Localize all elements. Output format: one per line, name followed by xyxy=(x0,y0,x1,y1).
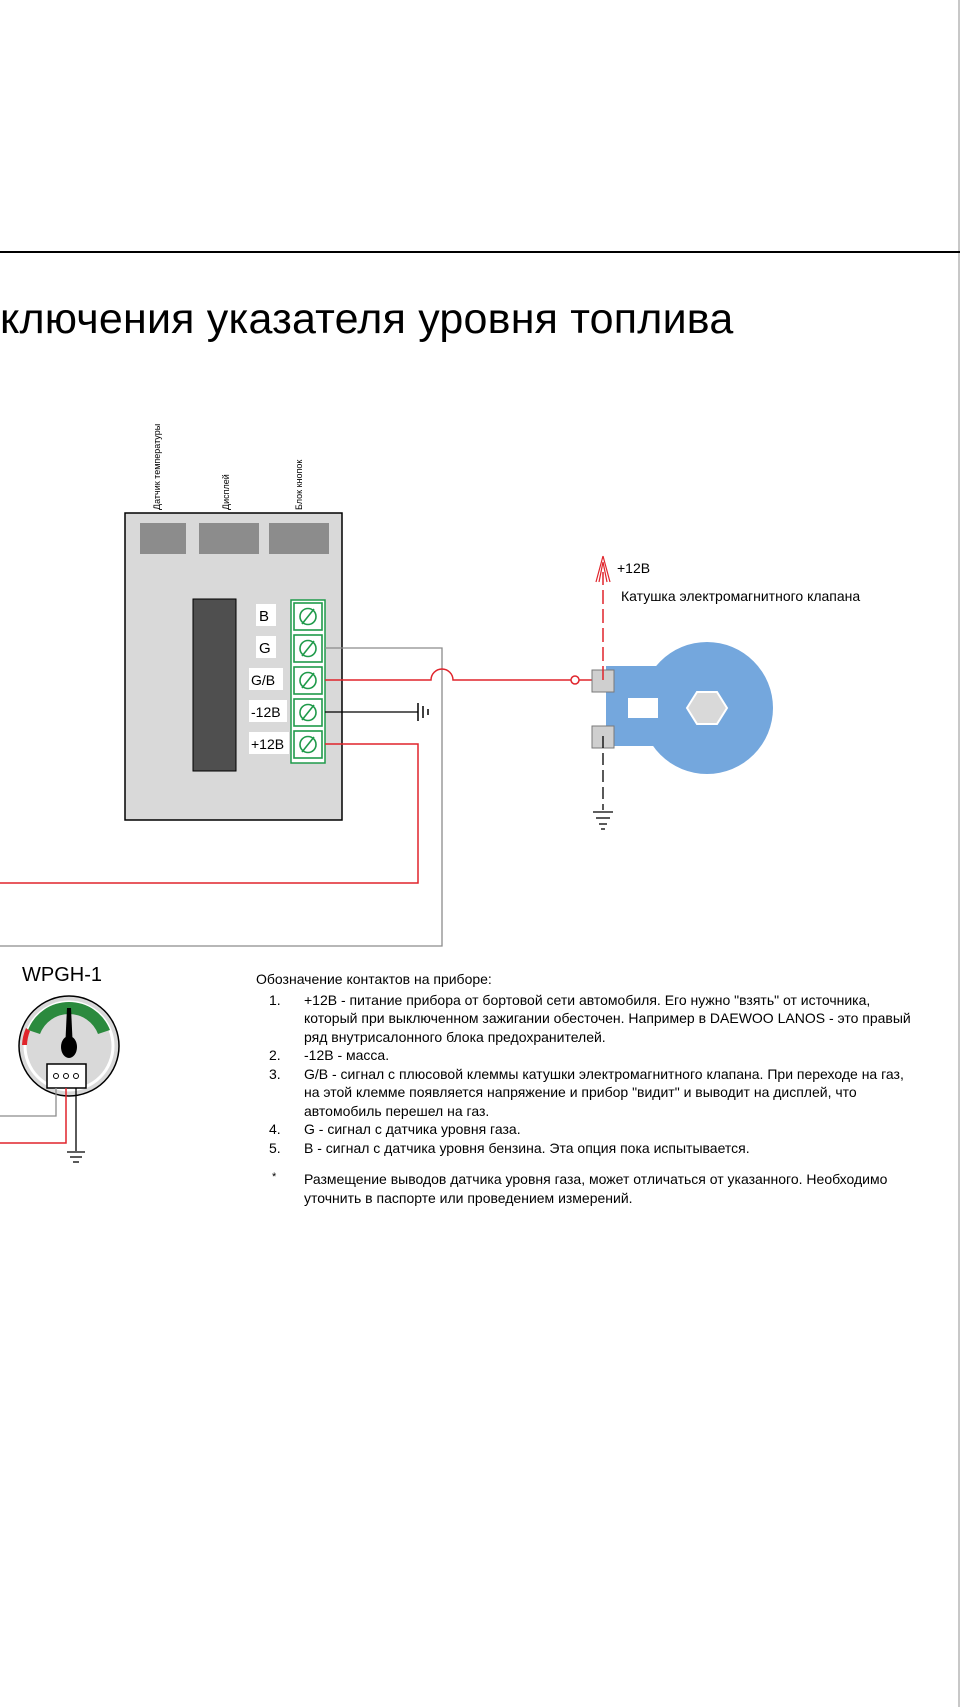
page-title: ключения указателя уровня топлива xyxy=(0,295,734,343)
note-text: -12В - масса. xyxy=(304,1047,390,1063)
valve-coil-label: Катушка электромагнитного клапана xyxy=(621,588,860,604)
wire-plus12-red xyxy=(0,743,419,884)
ground-symbol-controller xyxy=(417,703,429,721)
note-item: 5. B - сигнал с датчика уровня бензина. Э… xyxy=(256,1139,916,1158)
ground-symbol-valve xyxy=(593,811,613,830)
pin-label-plus12: +12В xyxy=(251,736,284,752)
page-right-edge xyxy=(958,0,960,1707)
gauge-wire-gray xyxy=(0,1088,57,1117)
solenoid-valve-coil xyxy=(591,642,773,774)
note-item: 3. G/B - сигнал с плюсовой клеммы катушки… xyxy=(256,1065,916,1121)
wire-gb-end-node xyxy=(570,675,580,685)
connector-slot-display xyxy=(199,523,259,554)
connector-label-temperature-sensor: Датчик температуры xyxy=(152,424,162,510)
connector-slot-buttons xyxy=(269,523,329,554)
pin-label-b: B xyxy=(259,608,269,625)
pin-label-minus12: -12В xyxy=(251,704,281,720)
footnote: * Размещение выводов датчика уровня газа… xyxy=(256,1170,916,1207)
contact-notes: Обозначение контактов на приборе: 1. +12В… xyxy=(256,970,916,1207)
note-number: 3. xyxy=(269,1065,281,1082)
note-text: G - сигнал с датчика уровня газа. xyxy=(304,1121,521,1137)
valve-plus12-label: +12В xyxy=(617,560,650,576)
wire-g-gray xyxy=(0,647,443,947)
gauge xyxy=(18,995,120,1097)
header-rule xyxy=(0,251,960,253)
gauge-wire-red xyxy=(0,1088,67,1144)
notes-heading: Обозначение контактов на приборе: xyxy=(256,971,492,987)
valve-plus12-arrow xyxy=(595,555,611,583)
note-text: +12В - питание прибора от бортовой сети … xyxy=(304,991,911,1045)
pin-label-bg-plus xyxy=(249,732,289,754)
wire-gb-red xyxy=(325,668,574,681)
notes-list: 1. +12В - питание прибора от бортовой сет… xyxy=(256,991,916,1158)
pin-label-bg-b xyxy=(256,604,276,626)
pin-label-bg-gb xyxy=(249,668,283,690)
terminal-screws xyxy=(293,602,323,759)
connector-label-display: Дисплей xyxy=(221,474,231,510)
note-item: 1. +12В - питание прибора от бортовой сет… xyxy=(256,991,916,1047)
note-number: 1. xyxy=(269,991,281,1008)
connector-slot-temperature xyxy=(140,523,186,554)
pin-label-g: G xyxy=(259,640,271,657)
note-text: B - сигнал с датчика уровня бензина. Эта… xyxy=(304,1139,750,1156)
ground-symbol-gauge xyxy=(67,1151,85,1163)
display-screen xyxy=(192,598,237,772)
note-number: 5. xyxy=(269,1139,281,1156)
footnote-text: Размещение выводов датчика уровня газа, … xyxy=(304,1171,888,1206)
connector-label-button-block: Блок кнопок xyxy=(294,460,304,510)
pin-label-gb: G/B xyxy=(251,672,275,688)
gauge-name: WPGH-1 xyxy=(22,964,102,986)
footnote-mark: * xyxy=(272,1171,277,1183)
pin-label-bg-g xyxy=(256,636,276,658)
note-item: 2. -12В - масса. xyxy=(256,1046,916,1065)
pin-label-bg-minus xyxy=(249,700,287,722)
note-number: 4. xyxy=(269,1121,281,1137)
note-item: 4. G - сигнал с датчика уровня газа. xyxy=(256,1120,916,1139)
note-number: 2. xyxy=(269,1047,281,1063)
note-text: G/B - сигнал с плюсовой клеммы катушки э… xyxy=(304,1065,904,1119)
